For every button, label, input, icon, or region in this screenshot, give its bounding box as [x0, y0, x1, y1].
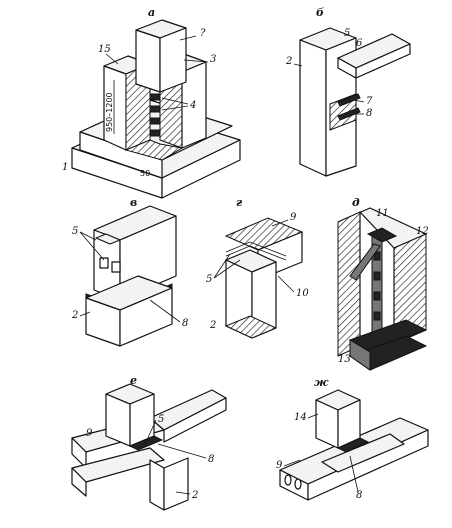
panel-v-label-2: 8	[182, 318, 188, 329]
panel-g-label-3: 2	[209, 320, 216, 331]
panel-b-label-0: 5	[344, 28, 350, 39]
panel-e-label-3: 2	[191, 490, 198, 501]
panel-b-label-1: 6	[356, 38, 363, 49]
panel-b-label-4: 8	[366, 108, 372, 119]
panel-a-label-0: ?	[200, 28, 206, 39]
panel-e	[71, 383, 227, 511]
panel-g-label-0: 9	[290, 212, 297, 223]
panel-e-label-1: 9	[86, 428, 93, 439]
panel-a-label-4: 1	[62, 162, 68, 173]
panel-e-title: е	[130, 374, 137, 387]
panel-d-label-2: 13	[338, 354, 351, 365]
panel-a-label-3: 4	[189, 100, 196, 111]
panel-v-title: в	[130, 196, 137, 209]
panel-a	[71, 19, 241, 199]
panel-b	[299, 27, 411, 177]
panel-zh-label-1: 9	[276, 460, 283, 471]
panel-a-label-5: 950–1200	[105, 92, 114, 132]
panel-zh-label-2: 8	[356, 490, 362, 501]
panel-a-title: а	[148, 6, 155, 19]
panel-zh	[279, 389, 429, 501]
panel-g-label-2: 10	[296, 288, 309, 299]
panel-d-label-0: 11	[376, 208, 389, 219]
panel-d	[337, 207, 428, 371]
panel-g-title: г	[236, 196, 243, 209]
panel-a-label-2: 3	[210, 54, 216, 65]
panel-d-title: д	[352, 196, 360, 209]
panel-g	[224, 217, 304, 339]
panel-v	[85, 205, 177, 347]
panel-b-label-2: 2	[285, 56, 292, 67]
panel-a-label-1: 15	[98, 44, 111, 55]
panel-a-label-6: 50	[140, 169, 150, 178]
panel-b-title: б	[316, 6, 324, 19]
panel-zh-label-0: 14	[294, 412, 307, 423]
panel-v-label-0: 5	[72, 226, 78, 237]
panel-d-label-1: 12	[416, 226, 429, 237]
panel-zh-title: ж	[314, 376, 329, 389]
panel-e-label-2: 8	[208, 454, 214, 465]
panel-g-label-1: 5	[206, 274, 212, 285]
panel-b-label-3: 7	[366, 96, 373, 107]
panel-e-label-0: 5	[158, 414, 164, 425]
panel-v-label-1: 2	[71, 310, 78, 321]
